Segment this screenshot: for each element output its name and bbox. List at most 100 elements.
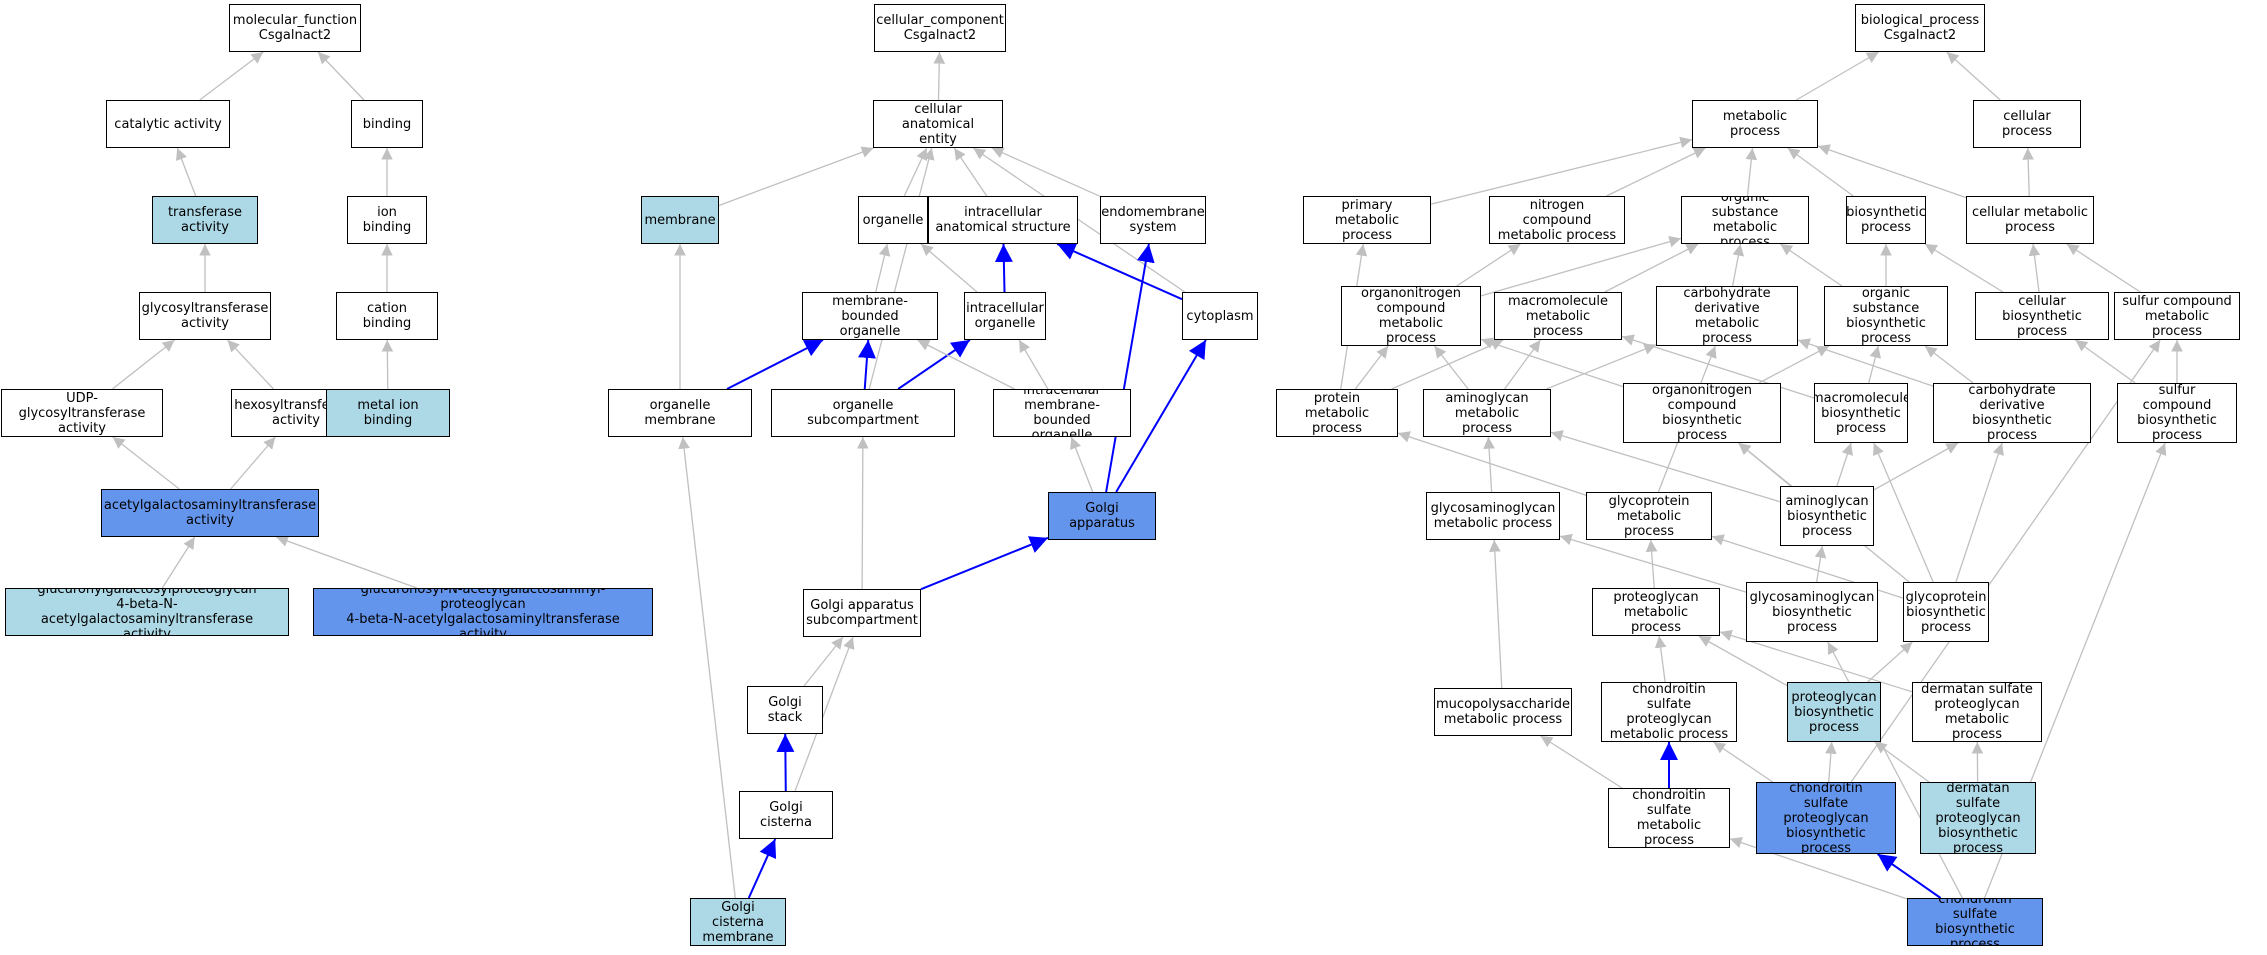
edge-mucopolysaccharide-metabolic-process-to-glycosaminoglycan-metabolic-process <box>1488 539 1503 689</box>
node-golgi-cisterna[interactable]: Golgi cisterna <box>739 791 833 839</box>
node-transferase[interactable]: transferase activity <box>152 196 258 244</box>
node-intracellular-membrane-bounded-organelle[interactable]: intracellular membrane-bounded organelle <box>993 389 1131 437</box>
node-carbohydrate-derivative-biosynthetic-process[interactable]: carbohydrate derivative biosynthetic pro… <box>1933 383 2091 443</box>
node-membrane[interactable]: membrane <box>641 196 719 244</box>
node-aminoglycan-biosynthetic-process[interactable]: aminoglycan biosynthetic process <box>1780 486 1874 546</box>
edge-glucuronosyl-to-acetylgalactosaminyltransferase <box>275 535 418 589</box>
node-cation-binding[interactable]: cation binding <box>336 292 438 340</box>
edge-organelle-membrane-to-membrane-bounded-organelle <box>726 339 824 390</box>
edge-organic-substance-metabolic-process-to-metabolic-process <box>1745 147 1758 197</box>
edge-protein-metabolic-process-to-macromolecule-metabolic-process <box>1391 339 1504 390</box>
node-chondroitin-sulfate-proteoglycan-metabolic-process[interactable]: chondroitin sulfate proteoglycan metabol… <box>1601 682 1737 742</box>
node-golgi-cisterna-membrane[interactable]: Golgi cisterna membrane <box>690 898 786 946</box>
node-glucuronosyl[interactable]: glucuronosyl-N-acetylgalactosaminyl-prot… <box>313 588 653 636</box>
node-chondroitin-sulfate-metabolic-process[interactable]: chondroitin sulfate metabolic process <box>1608 788 1730 848</box>
node-dermatan-sulfate-proteoglycan-metabolic-process[interactable]: dermatan sulfate proteoglycan metabolic … <box>1912 682 2042 742</box>
edge-aminoglycan-biosynthetic-process-to-macromolecule-biosynthetic-process <box>1836 442 1853 487</box>
node-organelle[interactable]: organelle <box>858 196 928 244</box>
node-mf-root[interactable]: molecular_function Csgalnact2 <box>229 4 361 52</box>
edge-membrane-bounded-organelle-to-organelle <box>875 243 891 293</box>
node-ion-binding[interactable]: ion binding <box>347 196 427 244</box>
edge-golgi-stack-to-golgi-apparatus-subcompartment <box>803 636 844 687</box>
node-macromolecule-metabolic-process[interactable]: macromolecule metabolic process <box>1494 292 1622 340</box>
node-organelle-membrane[interactable]: organelle membrane <box>608 389 752 437</box>
node-cellular-process[interactable]: cellular process <box>1973 100 2081 148</box>
node-udp-glycosyltransferase[interactable]: UDP-glycosyltransferase activity <box>1 389 163 437</box>
node-golgi-apparatus[interactable]: Golgi apparatus <box>1048 492 1156 540</box>
edge-chondroitin-sulfate-proteoglycan-biosynthetic-process-to-chondroitin-sulfate-proteoglycan-metabolic-process <box>1713 741 1774 783</box>
node-nitrogen-compound-metabolic-process[interactable]: nitrogen compound metabolic process <box>1489 196 1625 244</box>
node-intracellular-organelle[interactable]: intracellular organelle <box>964 292 1046 340</box>
node-organic-substance-biosynthetic-process[interactable]: organic substance biosynthetic process <box>1824 286 1948 346</box>
edge-intracellular-organelle-to-intracellular-anatomical-structure <box>994 243 1013 293</box>
edge-cytoplasm-to-cellular-anatomical-entity <box>972 147 1186 293</box>
edge-macromolecule-biosynthetic-process-to-organic-substance-biosynthetic-process <box>1868 345 1882 384</box>
node-organic-substance-metabolic-process[interactable]: organic substance metabolic process <box>1681 196 1809 244</box>
node-membrane-bounded-organelle[interactable]: membrane-bounded organelle <box>802 292 938 340</box>
edge-sulfur-compound-biosynthetic-process-to-cellular-biosynthetic-process <box>2075 339 2136 384</box>
edge-nitrogen-compound-metabolic-process-to-metabolic-process <box>1606 147 1706 197</box>
edge-glycoprotein-metabolic-process-to-protein-metabolic-process <box>1397 431 1587 496</box>
edge-sulfur-compound-metabolic-process-to-cellular-metabolic-process <box>2066 243 2141 293</box>
node-organonitrogen-compound-metabolic-process[interactable]: organonitrogen compound metabolic proces… <box>1341 286 1481 346</box>
node-dermatan-sulfate-proteoglycan-biosynthetic-process[interactable]: dermatan sulfate proteoglycan biosynthet… <box>1920 782 2036 854</box>
node-macromolecule-biosynthetic-process[interactable]: macromolecule biosynthetic process <box>1814 383 1908 443</box>
edge-endomembrane-system-to-cellular-anatomical-entity <box>991 147 1101 197</box>
node-bp-root[interactable]: biological_process Csgalnact2 <box>1855 4 1985 52</box>
node-cc-root[interactable]: cellular_component Csgalnact2 <box>874 4 1006 52</box>
node-biosynthetic-process[interactable]: biosynthetic process <box>1846 196 1926 244</box>
edge-intracellular-membrane-bounded-organelle-to-membrane-bounded-organelle <box>917 339 1015 390</box>
edge-cellular-metabolic-process-to-metabolic-process <box>1817 144 1967 199</box>
edge-glycosaminoglycan-biosynthetic-process-to-aminoglycan-biosynthetic-process <box>1814 545 1827 583</box>
node-golgi-stack[interactable]: Golgi stack <box>747 686 823 734</box>
edge-carbohydrate-derivative-biosynthetic-process-to-carbohydrate-derivative-metabolic-process <box>1797 338 1934 387</box>
node-protein-metabolic-process[interactable]: protein metabolic process <box>1276 389 1398 437</box>
node-metabolic-process[interactable]: metabolic process <box>1692 100 1818 148</box>
node-organonitrogen-compound-biosynthetic-process[interactable]: organonitrogen compound biosynthetic pro… <box>1623 383 1781 443</box>
edge-aminoglycan-metabolic-process-to-organonitrogen-compound-metabolic-process <box>1433 345 1469 390</box>
edge-hexosyltransferase-to-glycosyltransferase <box>227 339 274 390</box>
node-mucopolysaccharide-metabolic-process[interactable]: mucopolysaccharide metabolic process <box>1434 688 1572 736</box>
node-glycosaminoglycan-metabolic-process[interactable]: glycosaminoglycan metabolic process <box>1426 492 1560 540</box>
edge-golgi-apparatus-to-endomembrane-system <box>1105 243 1155 493</box>
node-proteoglycan-metabolic-process[interactable]: proteoglycan metabolic process <box>1592 588 1720 636</box>
node-golgi-apparatus-subcompartment[interactable]: Golgi apparatus subcompartment <box>803 589 921 637</box>
edge-catalytic-to-mf-root <box>199 51 264 101</box>
edge-golgi-cisterna-membrane-to-golgi-cisterna <box>747 838 777 899</box>
edge-cellular-process-to-bp-root <box>1946 51 2001 101</box>
node-primary-metabolic-process[interactable]: primary metabolic process <box>1303 196 1431 244</box>
edge-protein-metabolic-process-to-organonitrogen-compound-metabolic-process <box>1354 345 1389 390</box>
node-binding[interactable]: binding <box>351 100 423 148</box>
edge-glycoprotein-biosynthetic-process-to-carbohydrate-derivative-biosynthetic-process <box>1955 442 2004 583</box>
node-glycoprotein-metabolic-process[interactable]: glycoprotein metabolic process <box>1586 492 1712 540</box>
edge-organonitrogen-compound-biosynthetic-process-to-organonitrogen-compound-metabolic-process <box>1480 337 1624 388</box>
node-endomembrane-system[interactable]: endomembrane system <box>1100 196 1206 244</box>
node-cellular-metabolic-process[interactable]: cellular metabolic process <box>1966 196 2094 244</box>
node-acetylgalactosaminyltransferase[interactable]: acetylgalactosaminyltransferase activity <box>101 489 319 537</box>
node-glycosyltransferase[interactable]: glycosyltransferase activity <box>139 292 271 340</box>
node-intracellular-anatomical-structure[interactable]: intracellular anatomical structure <box>928 196 1078 244</box>
node-cellular-biosynthetic-process[interactable]: cellular biosynthetic process <box>1975 292 2109 340</box>
node-chondroitin-sulfate-biosynthetic-process[interactable]: chondroitin sulfate biosynthetic process <box>1907 898 2043 946</box>
node-metal-ion-binding[interactable]: metal ion binding <box>326 389 450 437</box>
node-sulfur-compound-biosynthetic-process[interactable]: sulfur compound biosynthetic process <box>2117 383 2237 443</box>
node-organelle-subcompartment[interactable]: organelle subcompartment <box>771 389 955 437</box>
node-aminoglycan-metabolic-process[interactable]: aminoglycan metabolic process <box>1423 389 1551 437</box>
edge-binding-to-mf-root <box>317 51 365 101</box>
node-sulfur-compound-metabolic-process[interactable]: sulfur compound metabolic process <box>2114 292 2240 340</box>
node-cytoplasm[interactable]: cytoplasm <box>1182 292 1258 340</box>
node-chondroitin-sulfate-proteoglycan-biosynthetic-process[interactable]: chondroitin sulfate proteoglycan biosynt… <box>1756 782 1896 854</box>
node-proteoglycan-biosynthetic-process[interactable]: proteoglycan biosynthetic process <box>1787 682 1881 742</box>
edge-intracellular-organelle-to-organelle <box>920 243 978 293</box>
node-glycosaminoglycan-biosynthetic-process[interactable]: glycosaminoglycan biosynthetic process <box>1746 582 1878 642</box>
node-cellular-anatomical-entity[interactable]: cellular anatomical entity <box>873 100 1003 148</box>
edge-organonitrogen-compound-metabolic-process-to-nitrogen-compound-metabolic-process <box>1456 243 1521 287</box>
node-catalytic[interactable]: catalytic activity <box>106 100 230 148</box>
edge-membrane-to-cellular-anatomical-entity <box>718 146 874 207</box>
node-glucuronylgalactosyl[interactable]: glucuronylgalactosylproteoglycan 4-beta-… <box>5 588 289 636</box>
node-glycoprotein-biosynthetic-process[interactable]: glycoprotein biosynthetic process <box>1903 582 1989 642</box>
edge-glycoprotein-biosynthetic-process-to-macromolecule-biosynthetic-process <box>1873 442 1934 583</box>
node-carbohydrate-derivative-metabolic-process[interactable]: carbohydrate derivative metabolic proces… <box>1656 286 1798 346</box>
edge-glycosaminoglycan-metabolic-process-to-aminoglycan-metabolic-process <box>1483 436 1495 493</box>
edge-organelle-to-cellular-anatomical-entity <box>903 147 928 197</box>
